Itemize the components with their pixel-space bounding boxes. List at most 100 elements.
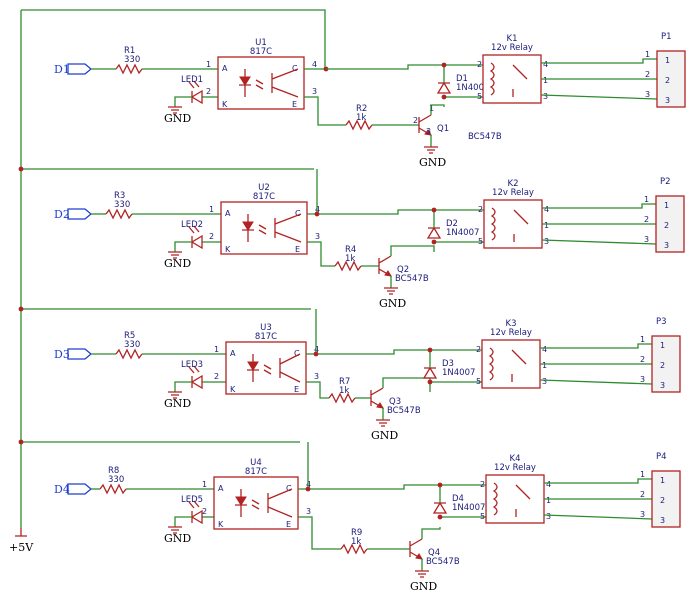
pin-number: 1 [546,496,551,505]
relay-body [483,199,543,249]
opto-transistor [274,213,302,243]
relay-type: 12v Relay [492,188,534,198]
pin-name: C [292,64,298,73]
pin-number: 2 [202,507,207,516]
transistor-ref: Q4 [428,548,440,558]
opto-type: 817C [250,47,272,57]
led-rays [188,225,200,234]
ground-label: GND [410,580,437,593]
base-resistor [345,119,373,131]
opto-ref: U4 [250,458,262,468]
led-ref: LED1 [181,75,203,85]
ground-symbol [376,419,390,427]
connector-ref: P4 [656,452,667,462]
opto-transistor [267,488,293,518]
junction-dot [437,514,443,520]
pin-number: 1 [206,60,211,69]
diode-ref: D3 [442,359,454,369]
led-ref: LED3 [181,360,203,370]
pin-number: 5 [478,237,483,246]
pin-number: 5 [480,512,485,521]
diode-ref: D1 [456,74,468,84]
ground-symbol [168,526,182,534]
indicator-led [190,89,203,105]
wire [390,245,435,256]
pin-number: 4 [544,205,549,214]
indicator-led [190,509,203,525]
pin-number: 1 [544,221,549,230]
opto-light-rays [251,499,260,510]
pin-name: A [230,349,236,358]
relay-coil [489,62,495,96]
ground-symbol [384,287,398,295]
junction-dot [437,482,443,488]
series-resistor [115,348,143,360]
output-connector [656,50,686,108]
resistor-ref: R8 [108,466,119,476]
transistor-ref: Q2 [397,265,409,275]
ground-label: GND [164,257,191,270]
relay-body [482,54,542,104]
channel-4: D4R8330LED5GNDU4817C1243AKCER91kGNDQ4BC5… [54,442,681,593]
base-resistor [328,392,356,404]
pin-number: 3 [312,87,317,96]
pin-name: E [286,520,291,529]
resistor-ref: R3 [114,191,125,201]
pin-number: 1 [543,76,548,85]
opto-ref: U2 [258,183,270,193]
junction-dot [305,486,311,492]
junction-dot [427,379,433,385]
opto-light-rays [258,224,267,235]
pin-number: 2 [645,70,650,79]
diode-ref: D2 [446,219,458,229]
resistor-value: 330 [124,340,140,350]
pin-name: K [230,385,236,394]
pin-number: 1 [660,476,665,485]
wire [307,241,335,267]
junction-dot [431,239,437,245]
pin-name: C [286,484,292,493]
emitter-arrow [415,553,423,560]
input-label: D4 [54,483,70,496]
led-rays [188,365,200,374]
pin-number: 4 [546,480,551,489]
pin-number: 2 [664,221,669,230]
pin-number: 2 [209,232,214,241]
channel-3: D3R5330LED3GNDU3817C1243AKCER71kGNDQ3BC5… [54,309,681,442]
relay-type: 12v Relay [490,328,532,338]
pin-number: 2 [660,496,665,505]
emitter-arrow [424,129,432,136]
diode-type: 1N4007 [442,368,475,378]
base-resistor-value: 1k [339,386,349,396]
emitter-arrow [384,270,392,277]
relay-type: 12v Relay [494,463,536,473]
input-label: D1 [54,63,70,76]
pin-number: 4 [542,345,547,354]
wire [543,514,653,520]
pin-number: 4 [312,60,317,69]
series-resistor [115,63,143,75]
transistor-type: BC547B [395,274,429,284]
wire [328,349,482,355]
transistor-type: BC547B [426,557,460,567]
pin-number: 3 [315,232,320,241]
pin-number: 3 [544,237,549,246]
wire [298,516,341,550]
pin-number: 3 [645,90,650,99]
connector-ref: P1 [661,32,672,42]
input-label: D2 [54,208,70,221]
connector-ref: P3 [656,317,667,327]
opto-light-rays [263,364,272,375]
relay-contact [513,209,529,242]
optocoupler-body [213,476,299,530]
pin-number: 3 [543,92,548,101]
pin-number: 3 [314,372,319,381]
pin-number: 2 [476,345,481,354]
base-resistor-ref: R4 [345,245,356,255]
opto-type: 817C [255,332,277,342]
flyback-diode [436,81,452,94]
pin-number: 3 [665,96,670,105]
ground-symbol [168,391,182,399]
series-resistor [99,483,127,495]
